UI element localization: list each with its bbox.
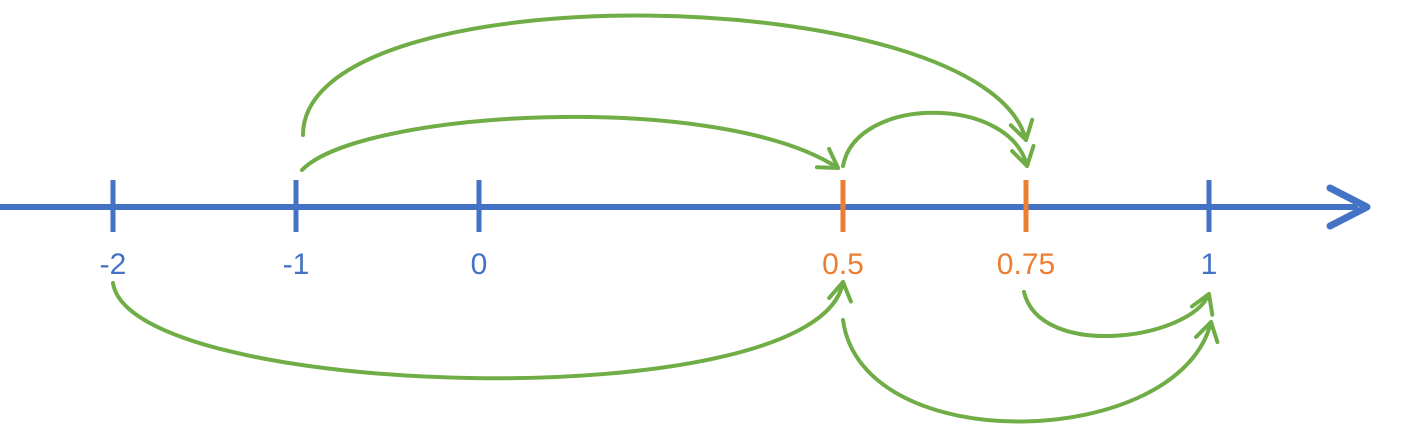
tick-marks — [110, 180, 1212, 232]
jump-arrow — [1022, 290, 1211, 338]
arrowhead-icon — [827, 280, 853, 304]
tick-label: 0.75 — [997, 248, 1055, 281]
tick-label: 0 — [471, 248, 488, 281]
number-line-axis — [0, 184, 1371, 230]
tick-label: -1 — [283, 248, 310, 281]
jump-arrow — [841, 110, 1029, 168]
tick-label: -2 — [100, 248, 127, 281]
axis-arrowhead-icon — [1326, 184, 1371, 230]
arrowhead-icon — [814, 146, 840, 170]
jump-arrow — [111, 280, 845, 381]
tick-label: 1 — [1201, 248, 1218, 281]
arrowhead-icon — [1194, 320, 1220, 345]
jump-arrow — [841, 318, 1213, 424]
jump-arrows — [111, 13, 1220, 424]
arrowhead-icon — [1189, 292, 1215, 317]
tick-labels: -2 -1 0 0.5 0.75 1 — [100, 248, 1218, 281]
arrowhead-icon — [1008, 117, 1035, 142]
jump-arrow — [300, 115, 840, 172]
tick-label: 0.5 — [822, 248, 864, 281]
arrowhead-icon — [1010, 143, 1036, 168]
jump-arrow — [301, 13, 1028, 142]
